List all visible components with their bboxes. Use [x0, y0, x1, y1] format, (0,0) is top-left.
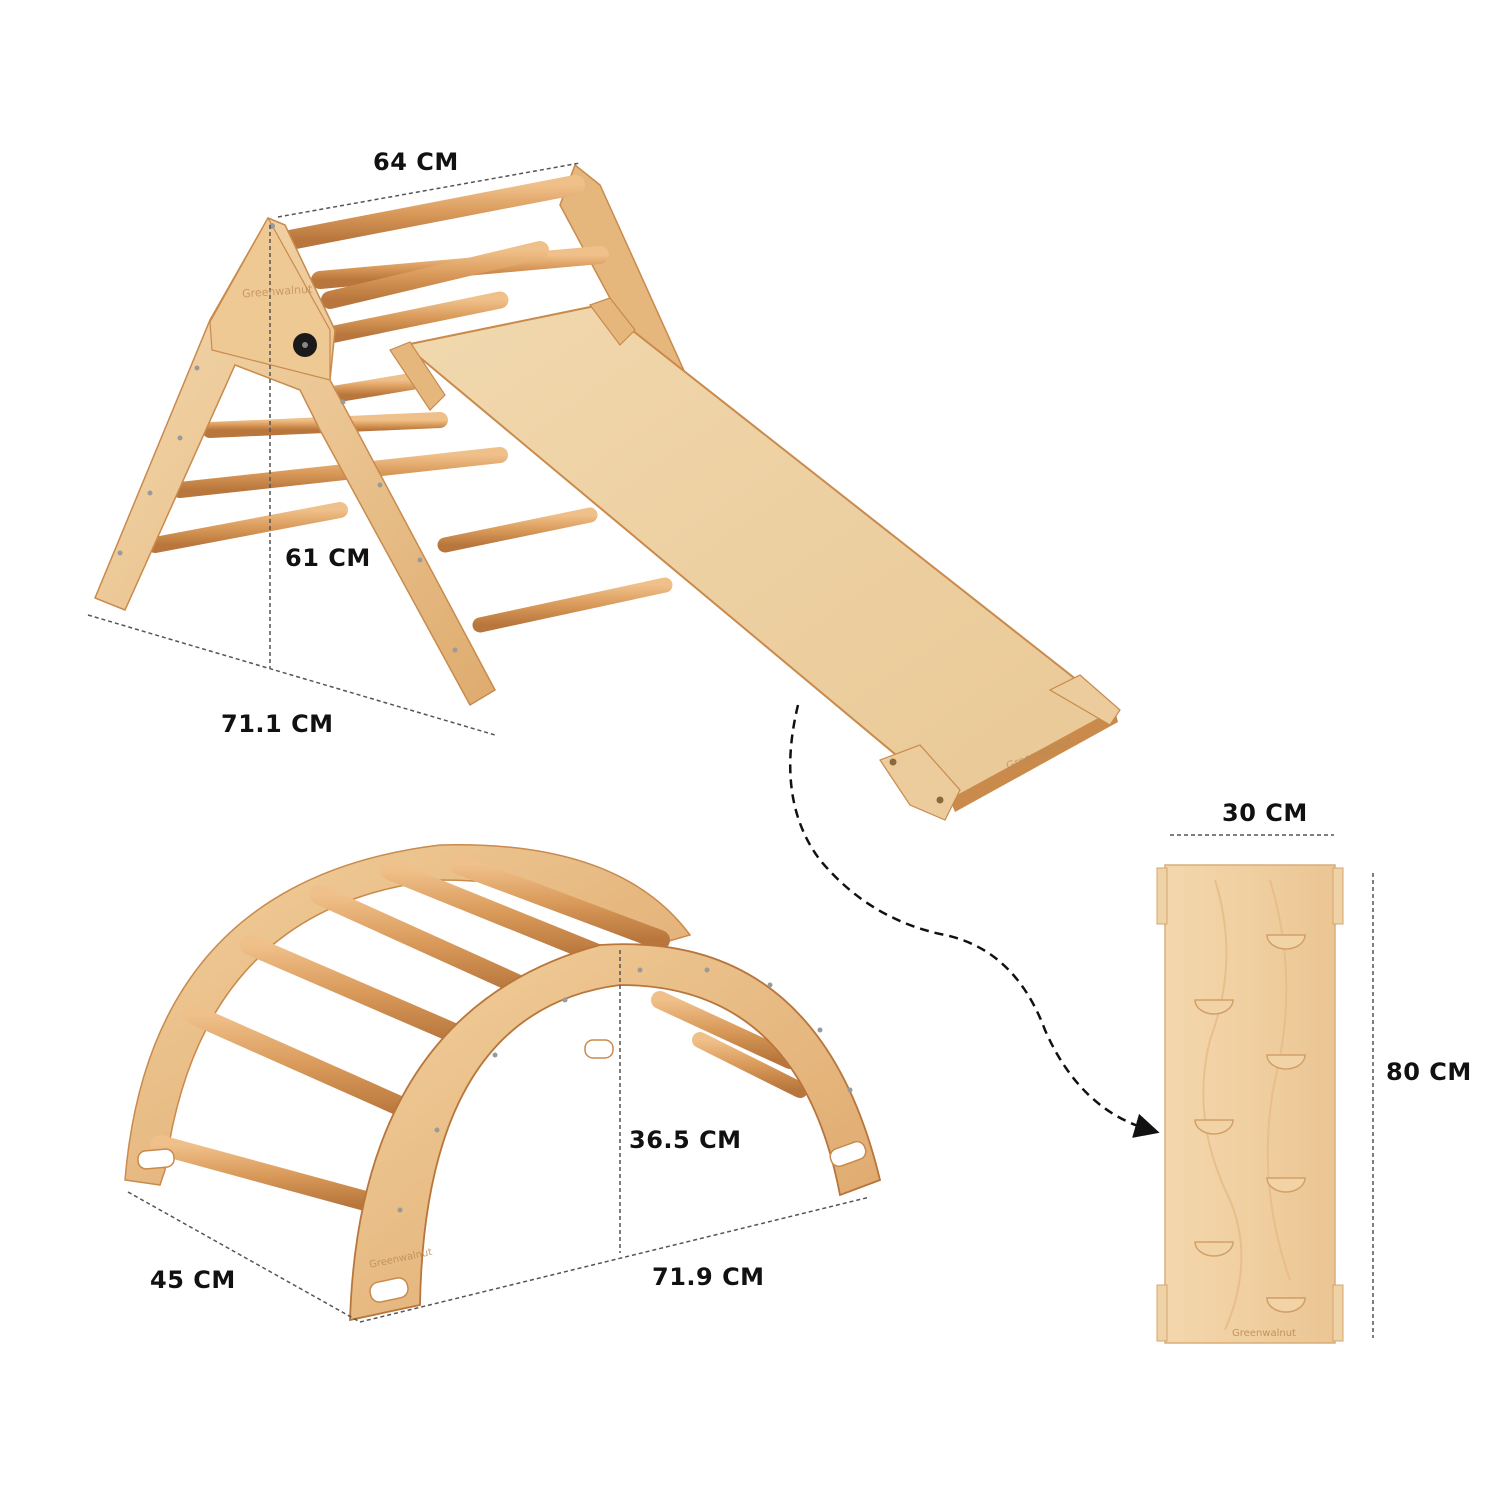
- dim-line-arch-width: [127, 1191, 361, 1323]
- label-triangle-height: 61 CM: [285, 544, 371, 572]
- dim-line-triangle-width: [277, 162, 581, 218]
- ramp-panel: [402, 303, 1117, 802]
- label-triangle-width: 64 CM: [373, 148, 459, 176]
- arch-rungs: [150, 855, 808, 1215]
- slide-ramp: [389, 297, 1121, 821]
- dim-line-triangle-depth: [87, 614, 496, 736]
- climbing-holds: [1194, 934, 1306, 1313]
- label-arch-height: 36.5 CM: [629, 1126, 742, 1154]
- label-wall-width: 30 CM: [1222, 799, 1308, 827]
- climbing-arch: [124, 844, 882, 1322]
- arch-front-side: [349, 943, 882, 1322]
- triangle-rungs: [147, 175, 673, 633]
- dimension-lines: [87, 162, 1374, 1338]
- dim-line-arch-length: [359, 1196, 871, 1323]
- climbing-triangle: [94, 163, 696, 707]
- climbing-wall-panel: [1156, 864, 1344, 1344]
- arch-screws: [397, 967, 853, 1213]
- wall-brand-text: Greenwalnut: [1232, 1328, 1296, 1339]
- folding-knob-icon: [293, 333, 317, 357]
- label-arch-length: 71.9 CM: [652, 1263, 765, 1291]
- triangle-screws: [117, 223, 458, 653]
- label-wall-length: 80 CM: [1386, 1058, 1472, 1086]
- label-triangle-depth: 71.1 CM: [221, 710, 334, 738]
- label-arch-width: 45 CM: [150, 1266, 236, 1294]
